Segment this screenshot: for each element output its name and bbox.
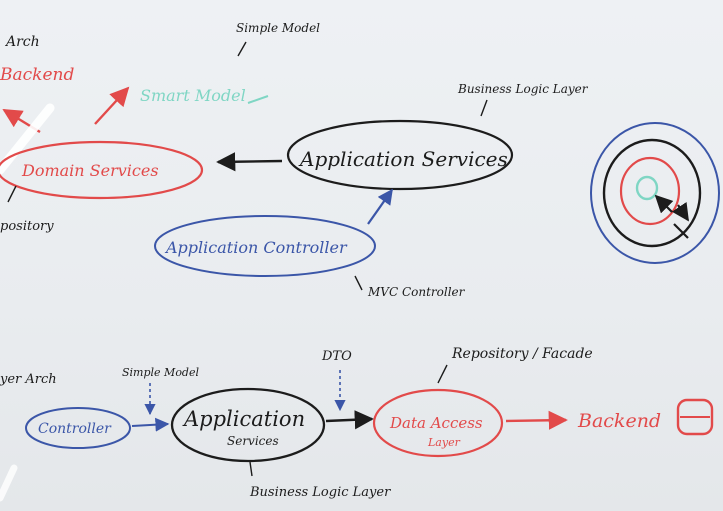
simple-model-pointer: [237, 41, 247, 57]
application-services-label: Application Services: [298, 147, 508, 171]
glare-stroke: [0, 464, 18, 502]
data-access-layer-label: Layer: [427, 436, 461, 449]
glare-stroke: [0, 103, 55, 175]
bottom-dto-label: DTO: [321, 349, 352, 364]
bottom-repository-facade-label: Repository / Facade: [451, 346, 593, 362]
onion-architecture-icon: [590, 122, 720, 264]
arrow-app-services-to-domain: [216, 152, 283, 172]
arrow-controller-to-app-services: [367, 188, 393, 225]
arrow-controller-to-application: [131, 417, 170, 432]
bottom-controller-node: [25, 407, 131, 449]
database-icon: [676, 398, 714, 436]
bottom-services-label: Services: [227, 434, 279, 448]
application-controller-label: Application Controller: [164, 238, 348, 257]
arrow-data-access-to-backend: [505, 410, 568, 430]
top-mvc-controller-label: MVC Controller: [367, 285, 466, 299]
top-arch-title: Arch: [4, 34, 40, 50]
data-access-layer-node: [372, 388, 504, 458]
domain-services-label: Domain Services: [21, 161, 159, 180]
data-access-label: Data Access: [389, 414, 483, 432]
arrow-domain-to-smart-model: [94, 86, 130, 125]
bottom-application-label: Application: [182, 407, 305, 431]
top-backend-label: Backend: [0, 65, 74, 85]
application-services-node: [286, 119, 514, 191]
domain-services-node: [0, 140, 204, 200]
bottom-business-logic-label: Business Logic Layer: [249, 485, 391, 500]
top-simple-model-label: Simple Model: [236, 21, 320, 35]
bottom-backend-label: Backend: [577, 410, 661, 432]
smart-model-strikethrough: [247, 95, 269, 104]
bottom-business-logic-pointer: [249, 461, 253, 477]
top-repository-label: pository: [0, 219, 54, 234]
top-business-logic-label: Business Logic Layer: [457, 82, 589, 96]
mvc-controller-pointer: [354, 275, 363, 291]
business-logic-pointer: [480, 99, 488, 117]
bottom-controller-label: Controller: [38, 421, 112, 437]
bottom-simple-model-label: Simple Model: [122, 366, 199, 379]
repository-pointer: [7, 185, 17, 203]
bottom-application-services-node: [170, 387, 326, 463]
top-smart-model-label: Smart Model: [140, 86, 246, 105]
bottom-layer-arch-title: yer Arch: [0, 372, 57, 387]
arrow-application-to-data-access: [325, 410, 374, 430]
repository-facade-pointer: [437, 364, 448, 384]
application-controller-node: [154, 215, 376, 277]
